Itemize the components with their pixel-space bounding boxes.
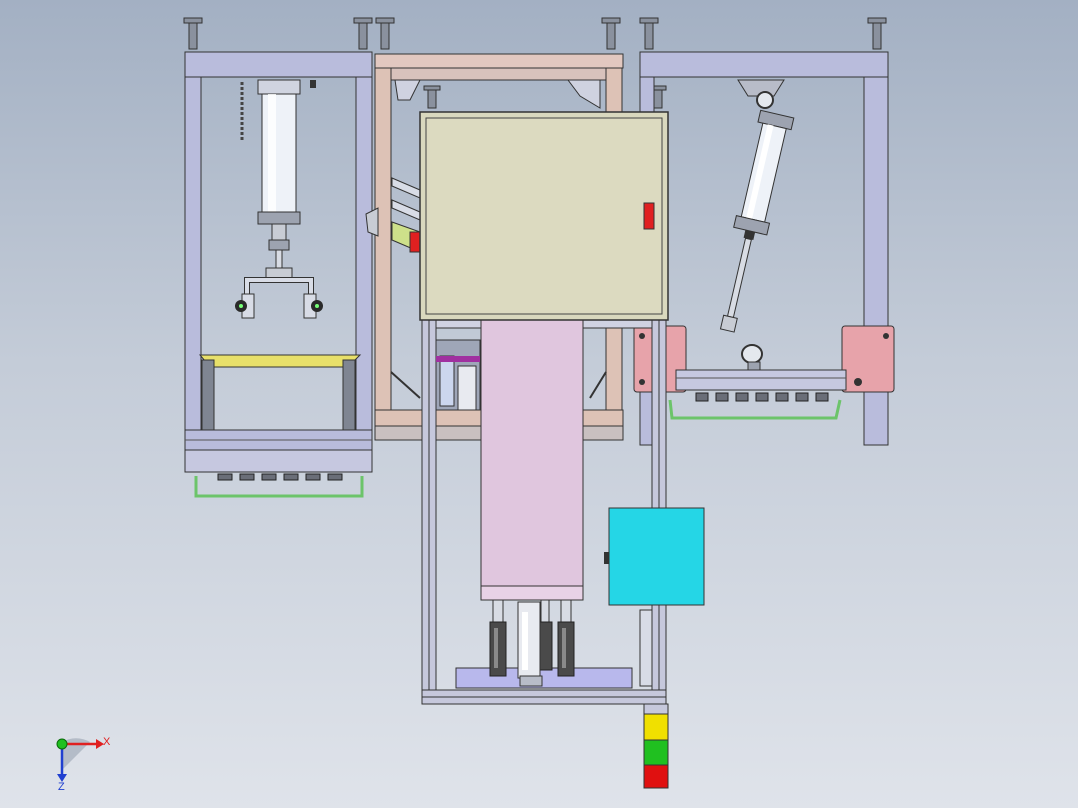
right-frame-pink-block-right [841,325,895,393]
stack-light[interactable] [643,703,669,789]
left-frame[interactable] [183,17,373,498]
center-frame-post-left [374,67,392,429]
right-angled-cylinder[interactable] [711,79,795,371]
coordinate-triad: X Z [56,736,111,793]
cabinet-indicator[interactable] [643,202,655,230]
right-frame-leveling-feet [639,17,887,109]
x-axis-label: X [103,736,111,748]
left-frame-yellow-plate [198,354,362,368]
left-frame-post-right [355,76,373,438]
left-vertical-cylinder[interactable] [235,79,323,319]
left-frame-top-beam [184,51,373,78]
center-lift-column[interactable] [480,317,584,687]
y-axis-origin [56,738,68,750]
right-frame-green-bracket [668,399,842,420]
center-frame-side-mechanism [365,177,421,253]
center-bottom-plate [455,667,633,689]
center-frame-leveling-feet [375,17,621,109]
right-frame[interactable] [633,17,895,446]
right-frame-platform [675,369,847,391]
electrical-cabinet[interactable] [419,111,669,321]
left-frame-green-bracket [194,476,364,498]
stack-light-green [643,739,669,766]
center-frame-top-beam [374,53,624,69]
left-frame-post-left [184,76,202,438]
cyan-control-box[interactable] [604,507,705,606]
stack-light-red [643,764,669,789]
stack-light-yellow [643,713,669,741]
left-frame-leveling-feet [183,17,373,50]
right-frame-top-beam [639,51,889,78]
z-axis-label: Z [58,781,65,793]
